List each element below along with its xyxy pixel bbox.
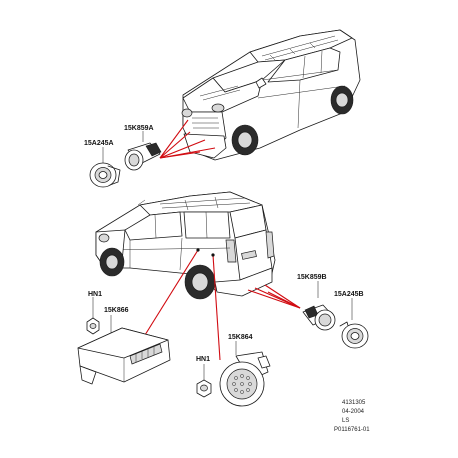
label-sounder: 15K864 — [228, 334, 253, 341]
front-vehicle-illustration — [181, 29, 361, 161]
rear-sensor-leader-lines — [144, 249, 301, 361]
module-location-marker — [196, 248, 200, 252]
label-control-module: 15K866 — [104, 307, 129, 314]
footer-reference: P0116761-01 — [334, 427, 370, 433]
rear-sensor-bezel — [339, 298, 369, 349]
front-parking-sensor — [124, 131, 162, 171]
label-front-bezel: 15A245A — [84, 140, 114, 147]
rear-parking-sensor — [302, 281, 336, 331]
footer-date: 04-2004 — [342, 409, 365, 415]
footer-initials: LS — [342, 418, 349, 424]
control-module — [77, 297, 171, 385]
label-rear-sensor: 15K859B — [297, 274, 327, 281]
label-module-nut: HN1 — [88, 291, 102, 298]
sounder-location-marker — [211, 253, 215, 257]
label-rear-bezel: 15A245B — [334, 291, 364, 298]
label-sounder-nut: HN1 — [196, 356, 210, 363]
rear-vehicle-illustration — [95, 191, 276, 300]
front-sensor-bezel — [89, 147, 121, 188]
parking-aid-sounder — [196, 341, 271, 407]
front-sensor-leader-lines — [159, 119, 216, 159]
footer-code: 4131305 — [342, 400, 366, 406]
label-front-sensor: 15K859A — [124, 125, 154, 132]
